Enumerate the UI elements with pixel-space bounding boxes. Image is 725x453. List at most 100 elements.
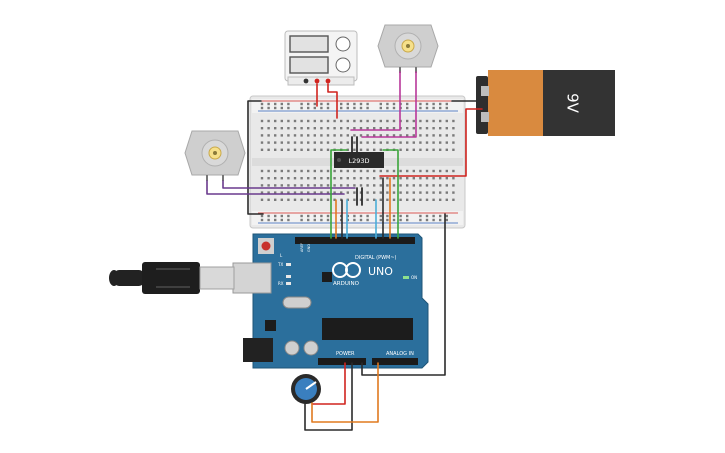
breadboard-hole xyxy=(333,184,336,187)
breadboard-hole xyxy=(425,102,429,106)
wire-magenta-1 xyxy=(350,71,401,131)
arduino-uno[interactable]: UNO ARDUINO DIGITAL (PWM~) POWER ANALOG … xyxy=(232,233,429,369)
breadboard-hole xyxy=(392,169,396,173)
breadboard-hole xyxy=(386,102,389,106)
breadboard-hole xyxy=(359,169,363,173)
breadboard-hole xyxy=(392,134,396,137)
breadboard-hole xyxy=(313,141,316,144)
dc-motor-left[interactable] xyxy=(184,130,246,181)
breadboard-hole xyxy=(406,119,409,123)
breadboard-hole xyxy=(425,148,429,151)
breadboard-hole xyxy=(326,148,330,151)
dc-motor-top[interactable] xyxy=(377,24,439,73)
breadboard-hole xyxy=(293,141,297,144)
breadboard-hole xyxy=(320,191,323,194)
breadboard-hole xyxy=(432,148,435,151)
battery-9v[interactable]: 9V xyxy=(476,70,615,136)
breadboard-hole xyxy=(320,134,323,137)
breadboard-hole xyxy=(432,141,435,144)
breadboard-hole xyxy=(353,169,356,173)
breadboard-hole xyxy=(260,106,264,110)
breadboard-hole xyxy=(333,141,336,144)
breadboard-hole xyxy=(359,106,363,110)
breadboard-hole xyxy=(333,198,336,201)
breadboard-hole xyxy=(379,119,382,123)
breadboard-hole xyxy=(386,218,389,222)
breadboard-hole xyxy=(392,127,396,130)
breadboard-hole xyxy=(406,141,409,144)
breadboard-hole xyxy=(340,191,343,194)
breadboard-hole xyxy=(392,106,396,110)
breadboard-hole xyxy=(340,102,343,106)
breadboard-hole xyxy=(366,198,369,201)
breadboard-hole xyxy=(379,177,382,180)
breadboard-hole xyxy=(439,184,442,187)
breadboard-hole xyxy=(406,214,409,218)
breadboard-hole xyxy=(326,106,330,110)
breadboard-hole xyxy=(307,214,310,218)
breadboard-hole xyxy=(280,198,283,201)
breadboard-hole xyxy=(287,191,290,194)
breadboard-hole xyxy=(300,191,303,194)
wire-red-pot xyxy=(311,362,346,405)
breadboard-hole xyxy=(346,177,349,180)
breadboard-hole xyxy=(326,177,330,180)
breadboard-hole xyxy=(260,119,264,123)
aref-label: AREF xyxy=(300,243,304,252)
breadboard-hole xyxy=(320,148,323,151)
breadboard-hole xyxy=(452,127,455,130)
driver-chip-label: L293D xyxy=(348,157,369,165)
breadboard-hole xyxy=(406,148,409,151)
potentiometer[interactable] xyxy=(291,374,321,404)
breadboard-hole xyxy=(313,177,316,180)
l293d-chip[interactable]: L293D xyxy=(334,152,384,168)
breadboard-hole xyxy=(320,141,323,144)
arduino-model: UNO xyxy=(368,265,393,278)
breadboard-hole xyxy=(287,106,290,110)
breadboard-hole xyxy=(452,148,455,151)
breadboard-hole xyxy=(432,177,435,180)
breadboard-hole xyxy=(359,102,363,106)
breadboard-hole xyxy=(439,191,442,194)
breadboard-hole xyxy=(320,119,323,123)
breadboard-hole xyxy=(300,169,303,173)
breadboard-hole xyxy=(353,134,356,137)
breadboard-hole xyxy=(425,214,429,218)
breadboard-hole xyxy=(425,191,429,194)
breadboard-hole xyxy=(346,191,349,194)
breadboard-hole xyxy=(326,169,330,173)
breadboard-hole xyxy=(359,214,363,218)
breadboard-hole xyxy=(452,198,455,201)
breadboard-hole xyxy=(359,119,363,123)
breadboard-hole xyxy=(267,177,270,180)
breadboard-hole xyxy=(379,218,382,222)
breadboard-hole xyxy=(366,134,369,137)
breadboard-hole xyxy=(392,119,396,123)
power-supply[interactable] xyxy=(284,30,358,86)
arduino-brand: ARDUINO xyxy=(333,281,360,287)
breadboard-hole xyxy=(445,106,448,110)
breadboard-hole xyxy=(386,119,389,123)
breadboard-hole xyxy=(340,106,343,110)
breadboard-hole xyxy=(280,177,283,180)
breadboard-hole xyxy=(399,177,402,180)
breadboard-hole xyxy=(373,148,376,151)
usb-cable[interactable] xyxy=(109,262,235,294)
analog-header-label: ANALOG IN xyxy=(386,351,414,357)
breadboard-hole xyxy=(392,184,396,187)
breadboard-hole xyxy=(452,191,455,194)
breadboard-hole xyxy=(386,214,389,218)
breadboard-hole xyxy=(353,119,356,123)
breadboard-hole xyxy=(392,191,396,194)
breadboard-hole xyxy=(280,148,283,151)
wires xyxy=(206,71,483,431)
breadboard-hole xyxy=(274,177,277,180)
breadboard-hole xyxy=(274,102,277,106)
breadboard-hole xyxy=(267,218,270,222)
breadboard-hole xyxy=(326,184,330,187)
breadboard-hole xyxy=(373,169,376,173)
breadboard-hole xyxy=(313,106,316,110)
wire-purple-1 xyxy=(206,180,345,195)
breadboard-hole xyxy=(386,177,389,180)
breadboard-hole xyxy=(280,102,283,106)
